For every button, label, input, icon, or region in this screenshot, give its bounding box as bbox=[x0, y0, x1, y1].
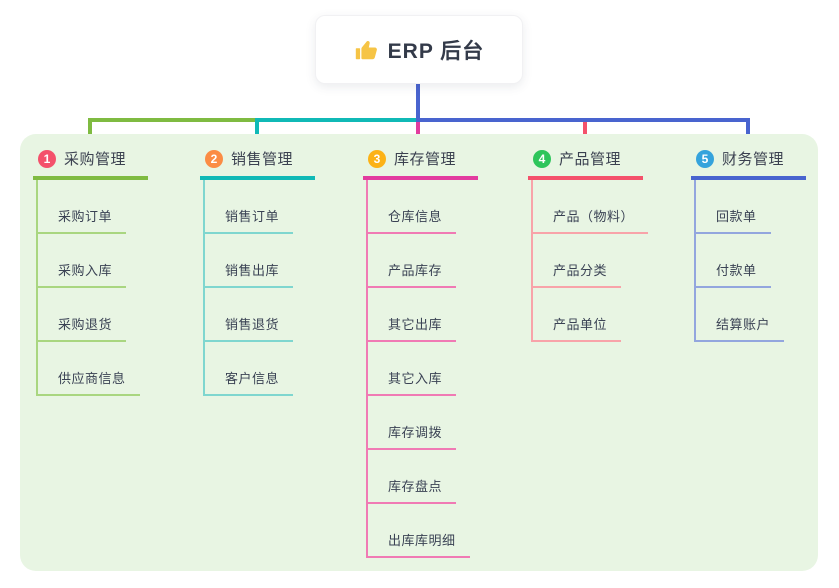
child-node[interactable]: 采购退货 bbox=[38, 288, 127, 342]
child-node[interactable]: 采购入库 bbox=[38, 234, 127, 288]
child-node[interactable]: 其它入库 bbox=[368, 342, 457, 396]
child-label: 产品分类 bbox=[553, 263, 608, 278]
child-node[interactable]: 产品库存 bbox=[368, 234, 457, 288]
branch-number-badge: 1 bbox=[38, 149, 56, 168]
connector-drop-purchase bbox=[88, 118, 92, 145]
branch-number-badge: 3 bbox=[368, 149, 386, 168]
child-node[interactable]: 销售出库 bbox=[205, 234, 294, 288]
branch-finance: 5 财务管理 回款单 付款单 结算账户 bbox=[691, 148, 806, 342]
child-label: 采购入库 bbox=[58, 263, 113, 278]
child-label: 产品库存 bbox=[388, 263, 443, 278]
child-label: 产品（物料） bbox=[553, 209, 635, 224]
branch-number-badge: 4 bbox=[533, 149, 551, 168]
connector-root-stem bbox=[416, 84, 420, 122]
branch-label: 财务管理 bbox=[722, 151, 785, 168]
branch-header[interactable]: 5 财务管理 bbox=[691, 148, 806, 180]
child-label: 出库库明细 bbox=[388, 533, 456, 548]
branch-purchase: 1 采购管理 采购订单 采购入库 采购退货 供应商信息 bbox=[33, 148, 148, 396]
child-node[interactable]: 出库库明细 bbox=[368, 504, 470, 558]
child-label: 采购退货 bbox=[58, 317, 113, 332]
branch-label: 产品管理 bbox=[559, 151, 622, 168]
child-node[interactable]: 客户信息 bbox=[205, 342, 294, 396]
branch-header[interactable]: 1 采购管理 bbox=[33, 148, 148, 180]
child-label: 产品单位 bbox=[553, 317, 608, 332]
connector-drop-sales bbox=[255, 118, 259, 145]
child-node[interactable]: 回款单 bbox=[696, 180, 771, 234]
branch-children: 销售订单 销售出库 销售退货 客户信息 bbox=[203, 180, 315, 396]
child-label: 其它出库 bbox=[388, 317, 443, 332]
root-title: ERP 后台 bbox=[387, 39, 485, 63]
branch-children: 采购订单 采购入库 采购退货 供应商信息 bbox=[36, 180, 148, 396]
child-label: 供应商信息 bbox=[58, 371, 126, 386]
root-node[interactable]: ERP 后台 bbox=[315, 15, 523, 84]
branches-panel bbox=[20, 134, 818, 571]
branch-label: 库存管理 bbox=[394, 151, 457, 168]
child-node[interactable]: 销售订单 bbox=[205, 180, 294, 234]
child-label: 其它入库 bbox=[388, 371, 443, 386]
connector-horizontal-sales bbox=[255, 118, 418, 122]
child-label: 销售订单 bbox=[225, 209, 280, 224]
child-label: 库存调拨 bbox=[388, 425, 443, 440]
connector-drop-inventory bbox=[416, 122, 420, 145]
child-node[interactable]: 产品分类 bbox=[533, 234, 622, 288]
child-label: 回款单 bbox=[716, 209, 757, 224]
branch-product: 4 产品管理 产品（物料） 产品分类 产品单位 bbox=[528, 148, 649, 342]
connector-drop-product bbox=[583, 122, 587, 145]
child-node[interactable]: 产品（物料） bbox=[533, 180, 649, 234]
child-node[interactable]: 供应商信息 bbox=[38, 342, 140, 396]
branch-header[interactable]: 3 库存管理 bbox=[363, 148, 478, 180]
branch-children: 产品（物料） 产品分类 产品单位 bbox=[531, 180, 649, 342]
child-label: 仓库信息 bbox=[388, 209, 443, 224]
child-label: 销售出库 bbox=[225, 263, 280, 278]
thumbs-up-icon bbox=[354, 38, 378, 62]
child-node[interactable]: 销售退货 bbox=[205, 288, 294, 342]
branch-sales: 2 销售管理 销售订单 销售出库 销售退货 客户信息 bbox=[200, 148, 315, 396]
branch-label: 采购管理 bbox=[64, 151, 127, 168]
branch-header[interactable]: 4 产品管理 bbox=[528, 148, 643, 180]
child-label: 付款单 bbox=[716, 263, 757, 278]
branch-label: 销售管理 bbox=[231, 151, 294, 168]
branch-inventory: 3 库存管理 仓库信息 产品库存 其它出库 其它入库 库存调拨 库存盘点 出库库… bbox=[363, 148, 478, 558]
branch-number-badge: 2 bbox=[205, 149, 223, 168]
child-node[interactable]: 产品单位 bbox=[533, 288, 622, 342]
connector-drop-finance bbox=[746, 118, 750, 145]
child-label: 库存盘点 bbox=[388, 479, 443, 494]
child-node[interactable]: 库存调拨 bbox=[368, 396, 457, 450]
child-label: 结算账户 bbox=[716, 317, 771, 332]
connector-horizontal-purchase bbox=[88, 118, 257, 122]
connector-horizontal-finance bbox=[416, 118, 750, 122]
child-node[interactable]: 结算账户 bbox=[696, 288, 785, 342]
child-node[interactable]: 采购订单 bbox=[38, 180, 127, 234]
child-node[interactable]: 付款单 bbox=[696, 234, 771, 288]
child-label: 销售退货 bbox=[225, 317, 280, 332]
child-label: 采购订单 bbox=[58, 209, 113, 224]
child-node[interactable]: 其它出库 bbox=[368, 288, 457, 342]
child-label: 客户信息 bbox=[225, 371, 280, 386]
child-node[interactable]: 库存盘点 bbox=[368, 450, 457, 504]
branch-header[interactable]: 2 销售管理 bbox=[200, 148, 315, 180]
branch-children: 回款单 付款单 结算账户 bbox=[694, 180, 806, 342]
branch-children: 仓库信息 产品库存 其它出库 其它入库 库存调拨 库存盘点 出库库明细 bbox=[366, 180, 478, 558]
child-node[interactable]: 仓库信息 bbox=[368, 180, 457, 234]
branch-number-badge: 5 bbox=[696, 149, 714, 168]
